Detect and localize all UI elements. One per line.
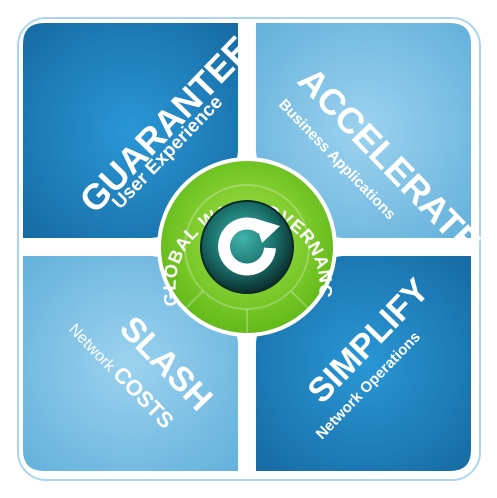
hub-disc [200, 200, 294, 294]
ring-segments [184, 184, 310, 335]
refresh-cycle-icon [218, 217, 280, 276]
